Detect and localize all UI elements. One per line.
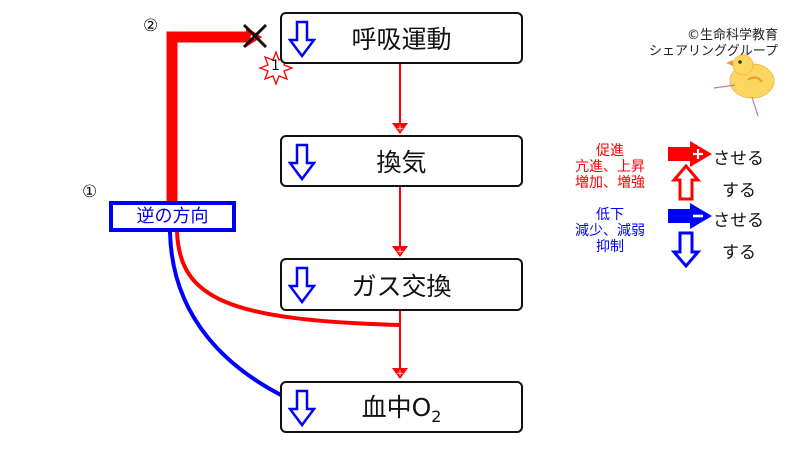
edge-arrowhead-2 [392, 246, 408, 257]
edge-arrowhead-3 [392, 368, 408, 379]
legend-promote-make-verb: させる [713, 149, 764, 169]
down-arrow-icon [288, 389, 316, 428]
legend-suppress-term: 抑制 [596, 239, 624, 255]
legend-suppress-make-verb: させる [713, 211, 764, 231]
reverse-direction-box: 逆の方向 [109, 201, 236, 232]
legend-down-arrow-icon [670, 231, 702, 269]
node-respiratory-movement: 呼吸運動 [280, 12, 523, 64]
edge-arrowhead-1 [392, 123, 408, 134]
burst-number: 1 [271, 58, 280, 74]
svg-text:+: + [396, 247, 404, 257]
down-arrow-icon [288, 266, 316, 305]
node-ventilation: 換気 [280, 135, 523, 187]
node-label: 呼吸運動 [351, 25, 452, 54]
legend-promote-terms: 促進 亢進、上昇 増加、増強 [568, 143, 652, 191]
node-label: ガス交換 [351, 271, 452, 301]
reverse-red-curve [175, 231, 401, 327]
blocked-x-icon [242, 23, 268, 49]
legend-decrease-verb: する [722, 243, 756, 263]
chick-illustration [713, 54, 775, 117]
node-label-main: 血中O [361, 393, 432, 422]
down-arrow-icon [288, 20, 316, 59]
node-label: 換気 [376, 148, 427, 177]
feedback-line-thick-red [166, 31, 248, 203]
legend-promote-make-arrow [668, 141, 712, 167]
node-gas-exchange: ガス交換 [280, 258, 523, 311]
svg-text:+: + [396, 369, 404, 379]
legend-increase-verb: する [722, 181, 756, 201]
down-arrow-icon [288, 143, 316, 182]
legend-suppress-make-arrow [668, 203, 712, 229]
legend-promote-term: 増加、増強 [575, 175, 645, 191]
legend-suppress-term: 低下 [596, 207, 624, 223]
marker-one: ① [82, 182, 98, 202]
credit-line-2: シェアリンググループ [649, 44, 778, 59]
legend-suppress-terms: 低下 減少、減弱 抑制 [568, 207, 652, 255]
marker-two: ② [143, 16, 159, 36]
credit-line-1: ©生命科学教育 [686, 28, 778, 43]
reverse-blue-curve [168, 231, 288, 400]
legend-suppress-term: 減少、減弱 [575, 223, 645, 239]
legend-up-arrow-icon [670, 163, 702, 201]
node-label-subscript: 2 [431, 407, 442, 426]
svg-text:+: + [396, 124, 404, 134]
legend-promote-term: 亢進、上昇 [575, 159, 645, 175]
legend-promote-term: 促進 [596, 143, 624, 159]
node-blood-o2: 血中O2 [280, 381, 523, 433]
node-label: 血中O2 [282, 388, 521, 426]
